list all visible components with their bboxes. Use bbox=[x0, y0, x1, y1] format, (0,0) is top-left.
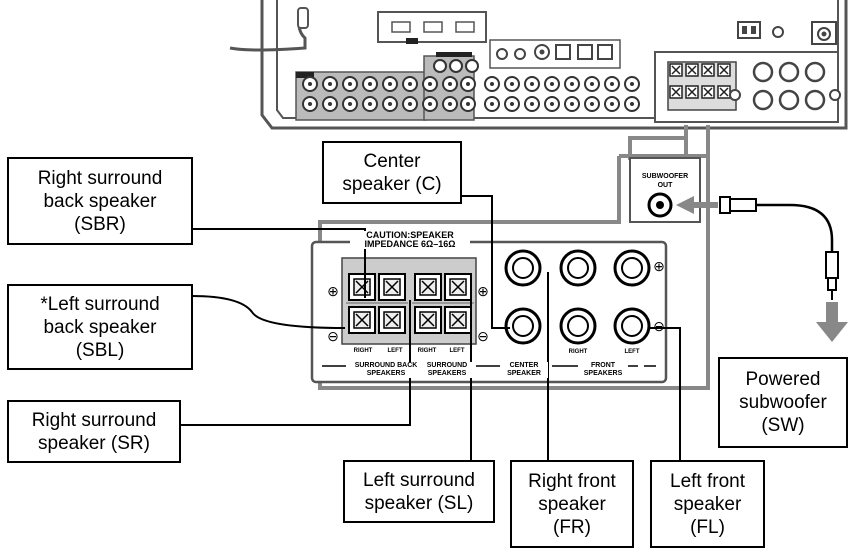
center-speaker-jacks bbox=[504, 249, 542, 345]
rca-jack-center bbox=[348, 102, 352, 106]
mini-terminal-mark bbox=[671, 65, 681, 75]
mini-terminal-mark bbox=[703, 87, 713, 97]
plus-mid: ⊕ bbox=[477, 283, 489, 299]
front-right-label: RIGHT bbox=[568, 349, 588, 355]
label-center-speaker: Center speaker (C) bbox=[322, 141, 462, 204]
label-sl: Left surround speaker (SL) bbox=[343, 460, 495, 523]
rca-jack-center bbox=[408, 82, 412, 86]
speaker-terminal-screw bbox=[355, 313, 369, 327]
rca-jack-center bbox=[388, 102, 392, 106]
label-sbr: Right surround back speaker (SBR) bbox=[7, 157, 193, 245]
rca-jack-center bbox=[466, 82, 470, 86]
rca-jack-center bbox=[308, 102, 312, 106]
rca-jack-center bbox=[428, 82, 432, 86]
rca-jack-center bbox=[348, 82, 352, 86]
rca-jack-center bbox=[510, 82, 514, 86]
label-fr: Right front speaker (FR) bbox=[510, 460, 634, 548]
right-label-1: RIGHT bbox=[353, 348, 373, 354]
minus-left: ⊖ bbox=[327, 328, 339, 344]
minus-right: ⊖ bbox=[653, 318, 665, 334]
label-sw: Powered subwoofer (SW) bbox=[718, 357, 848, 448]
mini-terminal-mark bbox=[671, 87, 681, 97]
left-label-2: LEFT bbox=[449, 348, 465, 354]
rca-jack-center bbox=[388, 82, 392, 86]
rca-jack bbox=[465, 59, 479, 73]
surround-back-label: SURROUND BACK SPEAKERS bbox=[346, 362, 426, 378]
rca-jack bbox=[433, 59, 447, 73]
rca-jack-center bbox=[308, 82, 312, 86]
rca-jack-center bbox=[490, 82, 494, 86]
rca-jack-center bbox=[590, 102, 594, 106]
rca-jack-center bbox=[448, 82, 452, 86]
rca-jack-center bbox=[530, 82, 534, 86]
plus-right: ⊕ bbox=[653, 258, 665, 274]
right-label-2: RIGHT bbox=[417, 348, 437, 354]
rca-jack-center bbox=[570, 82, 574, 86]
rca-jack bbox=[449, 59, 463, 73]
label-sbl: *Left surround back speaker (SBL) bbox=[7, 284, 193, 370]
mini-speaker-terminals bbox=[669, 63, 731, 99]
rca-jack-center bbox=[428, 102, 432, 106]
rca-jack-center bbox=[490, 102, 494, 106]
mini-terminal-mark bbox=[687, 87, 697, 97]
rca-jack-center bbox=[630, 102, 634, 106]
rca-jack-center bbox=[466, 102, 470, 106]
rca-jack-center bbox=[590, 82, 594, 86]
left-label-1: LEFT bbox=[387, 348, 403, 354]
rca-jack-center bbox=[408, 102, 412, 106]
front-left-label: LEFT bbox=[624, 349, 640, 355]
minus-mid: ⊖ bbox=[477, 328, 489, 344]
speaker-terminal-screw bbox=[385, 280, 399, 294]
speaker-terminal-screw bbox=[385, 313, 399, 327]
rca-jack-center bbox=[550, 102, 554, 106]
receiver-rear-panel bbox=[229, 0, 848, 130]
plus-left: ⊕ bbox=[327, 283, 339, 299]
mini-terminal-mark bbox=[687, 65, 697, 75]
rca-jack-center bbox=[368, 82, 372, 86]
speaker-terminal-screw bbox=[451, 313, 465, 327]
label-sr: Right surround speaker (SR) bbox=[7, 400, 181, 463]
rca-jack-center bbox=[328, 102, 332, 106]
surround-label: SURROUND SPEAKERS bbox=[418, 362, 476, 378]
front-label: FRONT SPEAKERS bbox=[578, 362, 628, 378]
rca-jack-center bbox=[510, 102, 514, 106]
mini-terminal-mark bbox=[719, 87, 729, 97]
subwoofer-out-label: SUBWOOFER OUT bbox=[641, 173, 689, 189]
rca-jack-center bbox=[550, 82, 554, 86]
caution-text: CAUTION:SPEAKER IMPEDANCE 6Ω–16Ω bbox=[350, 231, 470, 249]
label-fl: Left front speaker (FL) bbox=[650, 460, 765, 548]
speaker-terminal-screw bbox=[421, 280, 435, 294]
subwoofer-out-panel bbox=[629, 157, 701, 223]
mini-terminal-mark bbox=[719, 65, 729, 75]
rca-jack-center bbox=[570, 102, 574, 106]
rca-jack-center bbox=[328, 82, 332, 86]
rca-jack-center bbox=[610, 102, 614, 106]
rca-jack-center bbox=[630, 82, 634, 86]
speaker-terminal-screw bbox=[451, 280, 465, 294]
rca-jack-grid bbox=[302, 59, 640, 112]
rca-jack-center bbox=[530, 102, 534, 106]
speaker-terminals bbox=[346, 273, 474, 334]
leader-lines bbox=[180, 195, 681, 460]
subwoofer-cable bbox=[676, 196, 848, 342]
mini-terminal-mark bbox=[703, 65, 713, 75]
front-speaker-jacks bbox=[559, 249, 651, 345]
rca-jack-center bbox=[448, 102, 452, 106]
rca-jack-center bbox=[368, 102, 372, 106]
speaker-terminal-screw bbox=[421, 313, 435, 327]
center-label: CENTER SPEAKER bbox=[500, 362, 548, 378]
rca-jack-center bbox=[610, 82, 614, 86]
